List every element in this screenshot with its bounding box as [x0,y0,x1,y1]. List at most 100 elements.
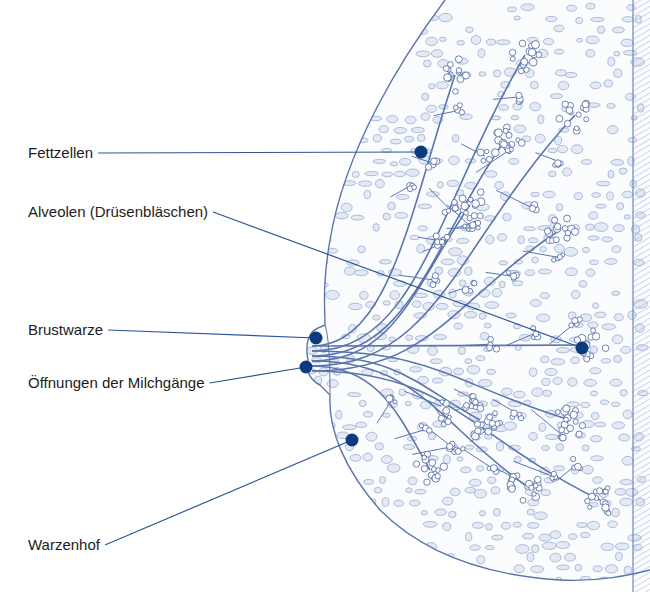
duct-branch [523,251,559,257]
fat-cell [540,247,547,252]
fat-cell [355,491,365,495]
fat-cell [410,500,421,506]
fat-cell [591,412,599,419]
fat-cell [315,92,322,99]
fat-cell [412,301,421,307]
fat-cell [405,116,416,124]
fat-cell [374,69,385,78]
fat-cell [460,467,471,473]
alveolus [463,72,470,79]
fat-cell [528,587,539,591]
fat-cell [352,171,359,177]
fat-cell [619,168,627,174]
fat-cell [591,391,598,396]
fat-cell [390,291,400,300]
fat-cell [321,520,333,528]
fat-cell [586,269,595,277]
fat-cell [463,577,470,585]
fat-cell [550,553,561,562]
duct-branch [429,429,459,452]
fat-cell [577,38,583,42]
fat-cell [309,62,316,67]
fat-cell [299,445,309,450]
fat-cell [449,156,460,165]
fat-cell [299,93,306,98]
fat-cell [385,534,395,541]
alveolus [439,239,444,244]
fat-cell [343,425,357,430]
fat-cell [363,412,372,418]
fat-cell [624,566,632,574]
fat-cell [502,388,513,395]
fat-cell [604,590,618,592]
fat-cell [407,6,414,13]
alveolus [559,427,565,433]
fat-cell [298,401,306,409]
fat-cell [545,368,557,375]
duct-branch [496,190,531,207]
alveolus [517,412,521,416]
fat-cell [301,203,307,209]
alveolus [433,233,439,239]
fat-cell [556,444,564,451]
fat-cell [422,93,429,100]
fat-cell [565,268,577,276]
alveolus [516,92,522,98]
fat-cell [532,257,538,263]
fat-cell [457,238,469,243]
fat-cell [590,368,601,374]
fat-cell [555,244,565,252]
fat-cell [608,170,614,178]
fat-cell [364,190,370,198]
fat-cell [372,512,382,518]
alveolus [574,126,579,131]
fat-cell [492,288,502,297]
fat-cell [339,113,353,119]
fat-cell [449,511,457,517]
alveolus [584,117,589,122]
fat-cell [514,125,526,133]
part-label: Öffnungen der Milchgänge [28,374,205,392]
fat-cell [358,181,372,186]
fat-cell [622,191,633,198]
alveolus [453,105,458,110]
fat-cell [411,127,424,132]
fat-cell [400,158,411,165]
alveolus [503,128,508,133]
alveolus [487,156,493,162]
fat-cell [590,260,599,264]
fat-cell [357,138,368,143]
alveolus [567,425,574,432]
fat-cell [445,575,458,582]
part-label: Fettzellen [28,144,93,162]
fat-cell [409,543,420,547]
fat-cell [593,303,599,309]
fat-cell [513,391,525,398]
alveolus [606,511,611,516]
fat-cell [326,290,340,299]
alveolus [529,485,534,490]
fat-cell [532,388,543,397]
milk-duct [312,55,525,351]
fat-cell [459,280,466,286]
fat-cell [618,588,627,592]
fat-cell [624,215,630,219]
alveolus [571,456,576,461]
fat-cell [406,335,413,340]
fat-cell [379,126,388,133]
chest-wall-line [632,0,633,592]
fat-cell [344,267,355,275]
fat-cell [359,557,370,562]
alveolus [459,195,466,202]
fat-cell [308,544,316,551]
fat-cell [414,293,427,297]
fat-cell [561,587,572,592]
alveolus [521,58,528,65]
fat-cell [548,148,557,152]
fat-cell [539,534,551,541]
fat-cell [612,246,621,253]
fat-cell [487,369,496,374]
fat-cell [557,565,569,570]
fat-cell [454,368,464,375]
fat-cell [486,39,495,45]
